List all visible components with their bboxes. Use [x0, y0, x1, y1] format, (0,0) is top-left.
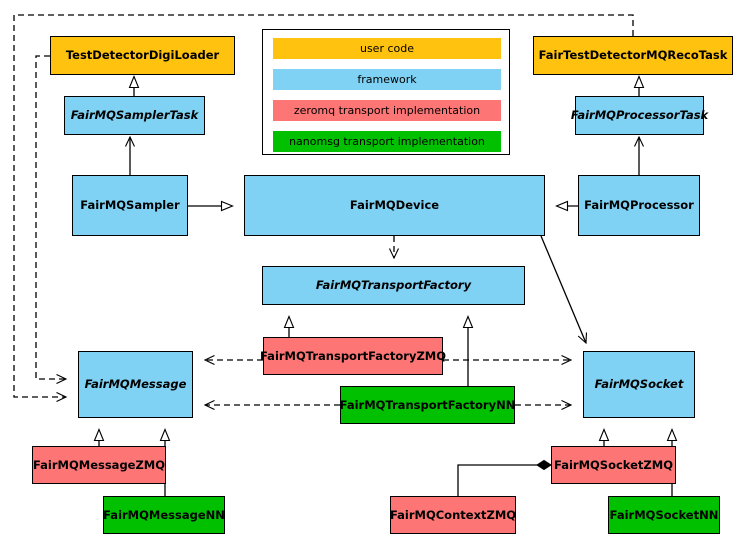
legend-item-framework: framework — [273, 69, 501, 90]
node-fairtestdetectormqrecotask[interactable]: FairTestDetectorMQRecoTask — [533, 36, 733, 75]
edge-digiloader-to-message — [35, 55, 68, 384]
edge-recotask-to-message — [13, 14, 634, 402]
legend-item-user-code: user code — [273, 38, 501, 59]
edge-socketzmq-to-contextzmq — [457, 459, 552, 496]
node-fairmqsocketzmq[interactable]: FairMQSocketZMQ — [551, 446, 676, 484]
node-fairmqsocket[interactable]: FairMQSocket — [583, 351, 695, 418]
node-fairmqprocessortask[interactable]: FairMQProcessorTask — [571, 96, 708, 135]
node-fairmqcontextzmq[interactable]: FairMQContextZMQ — [390, 496, 516, 534]
node-fairmqmessagezmq[interactable]: FairMQMessageZMQ — [32, 446, 166, 484]
node-fairmqsamplertask[interactable]: FairMQSamplerTask — [64, 96, 205, 135]
legend-item-nanomsg: nanomsg transport implementation — [273, 131, 501, 152]
legend-panel: user code framework zeromq transport imp… — [262, 29, 510, 155]
node-fairmqmessagenn[interactable]: FairMQMessageNN — [103, 496, 225, 534]
node-fairmqsampler[interactable]: FairMQSampler — [72, 175, 188, 236]
node-fairmqsocketnn[interactable]: FairMQSocketNN — [608, 496, 720, 534]
node-fairmqtransportfactoryzmq[interactable]: FairMQTransportFactoryZMQ — [260, 337, 446, 375]
edge-device-to-socket — [540, 235, 588, 345]
node-fairmqprocessor[interactable]: FairMQProcessor — [578, 175, 700, 236]
node-fairmqdevice[interactable]: FairMQDevice — [244, 175, 545, 236]
node-testdetectordigiloader[interactable]: TestDetectorDigiLoader — [50, 36, 235, 75]
node-fairmqtransportfactorynn[interactable]: FairMQTransportFactoryNN — [340, 386, 515, 424]
node-fairmqmessage[interactable]: FairMQMessage — [78, 351, 193, 418]
legend-item-zeromq: zeromq transport implementation — [273, 100, 501, 121]
node-fairmqtransportfactory[interactable]: FairMQTransportFactory — [262, 266, 525, 305]
